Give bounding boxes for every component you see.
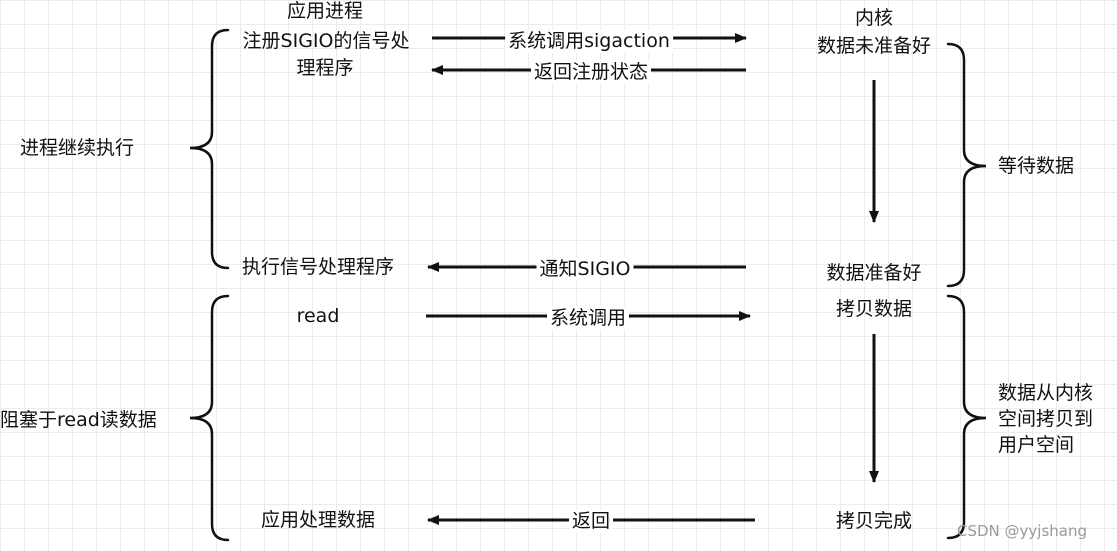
label-continue-exec: 进程继续执行 bbox=[20, 137, 135, 159]
copy-line2: 空间拷贝到 bbox=[998, 408, 1094, 430]
label-blocked-read: 阻塞于read读数据 bbox=[0, 409, 157, 431]
kernel-data-not-ready: 数据未准备好 bbox=[816, 35, 932, 57]
register-handler-line2: 理程序 bbox=[296, 57, 354, 79]
kernel-data-ready: 数据准备好 bbox=[826, 262, 922, 284]
label-syscall: 系统调用 bbox=[546, 306, 630, 330]
copy-line1: 数据从内核 bbox=[998, 382, 1094, 404]
kernel-copy-data: 拷贝数据 bbox=[835, 298, 913, 320]
brace-copy-data bbox=[946, 294, 987, 540]
kernel-title: 内核 bbox=[854, 7, 894, 29]
brace-wait-data bbox=[946, 42, 987, 288]
kernel-copy-done: 拷贝完成 bbox=[835, 510, 913, 532]
label-wait-data: 等待数据 bbox=[998, 155, 1075, 177]
label-return-status: 返回注册状态 bbox=[530, 60, 652, 84]
read-label: read bbox=[296, 305, 340, 327]
app-process-title: 应用进程 bbox=[286, 0, 364, 22]
app-process-data-label: 应用处理数据 bbox=[260, 509, 376, 531]
brace-continue-exec bbox=[189, 28, 230, 270]
label-notify-sigio: 通知SIGIO bbox=[536, 257, 634, 281]
watermark: CSDN @yyjshang bbox=[957, 522, 1087, 540]
label-copy-kernel-to-user: 数据从内核 空间拷贝到 用户空间 bbox=[998, 380, 1093, 458]
copy-line3: 用户空间 bbox=[998, 434, 1075, 456]
execute-handler-label: 执行信号处理程序 bbox=[241, 256, 395, 278]
label-return: 返回 bbox=[568, 509, 614, 533]
brace-blocked-read bbox=[189, 294, 230, 542]
label-sigaction: 系统调用sigaction bbox=[505, 29, 673, 53]
register-handler-line1: 注册SIGIO的信号处 bbox=[242, 30, 410, 52]
